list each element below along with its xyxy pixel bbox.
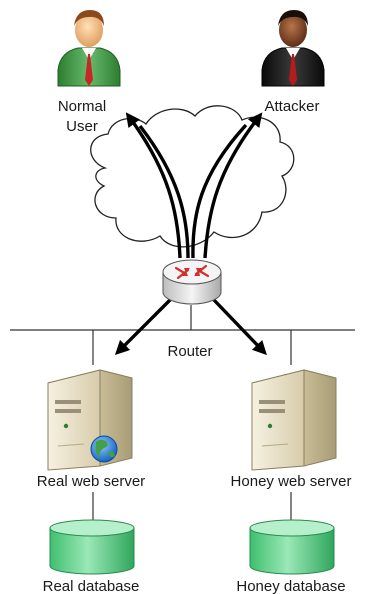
real-web-server-label: Real web server [37, 473, 145, 490]
arrow-router-to-honey-server [212, 298, 267, 356]
arrow-router-to-real-server [114, 298, 172, 356]
honey-web-server-label: Honey web server [231, 473, 352, 490]
arrow-router-to-attacker [203, 112, 263, 259]
arrow-inner-left-track [191, 123, 248, 259]
attacker-icon [261, 10, 325, 87]
honey-database-icon [249, 519, 335, 575]
real-database-icon [49, 519, 135, 575]
normal-user-icon [57, 10, 121, 87]
honey-database-label: Honey database [236, 578, 345, 594]
honey-web-server-icon [251, 369, 337, 471]
router-icon [162, 259, 222, 305]
globe-icon [90, 435, 118, 463]
arrow-router-to-normal-user [125, 112, 182, 259]
router-label: Router [167, 343, 212, 360]
cloud-icon [90, 105, 295, 248]
arrow-inner-right-track [138, 124, 190, 259]
normal-user-label-line2: User [66, 118, 98, 135]
real-web-server-icon [47, 369, 133, 471]
normal-user-label-line1: Normal [58, 98, 106, 115]
real-database-label: Real database [43, 578, 140, 594]
attacker-label: Attacker [264, 98, 319, 115]
